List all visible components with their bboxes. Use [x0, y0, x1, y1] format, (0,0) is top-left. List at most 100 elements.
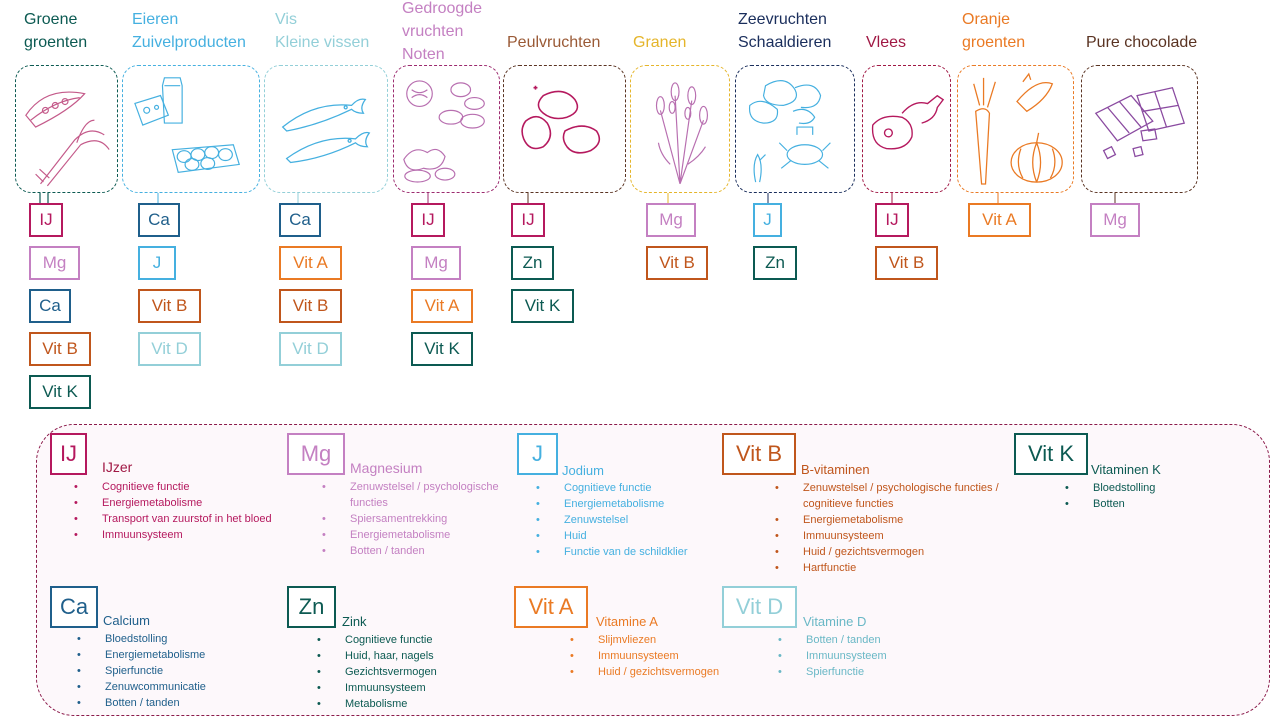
list-item: Huid, haar, nagels: [317, 648, 505, 664]
category-image-pure-chocolade: [1081, 65, 1198, 193]
list-item: Cognitieve functie: [536, 480, 724, 496]
list-item: Energiemetabolisme: [775, 512, 1028, 528]
legend-badge-vit-a: Vit A: [514, 586, 588, 628]
list-item: Immuunsysteem: [778, 648, 966, 664]
list-item: Botten / tanden: [322, 543, 510, 559]
badge-vit-a: Vit A: [411, 289, 473, 323]
category-image-zeevruchten: [735, 65, 855, 193]
legend-name-ca: Calcium: [103, 613, 150, 628]
list-item: Cognitieve functie: [74, 479, 277, 495]
list-item: Immuunsysteem: [570, 648, 758, 664]
list-item: Zenuwstelsel / psychologische functies: [322, 479, 510, 511]
list-item: Metabolisme: [317, 696, 505, 712]
list-item: Transport van zuurstof in het bloed: [74, 511, 277, 527]
list-item: Slijmvliezen: [570, 632, 758, 648]
list-item: Immuunsysteem: [74, 527, 277, 543]
list-item: Gezichtsvermogen: [317, 664, 505, 680]
oysters-crab-illustration: [748, 80, 831, 183]
meat-illustration: [871, 94, 945, 150]
list-item: Zenuwstelsel: [536, 512, 724, 528]
list-item: Energiemetabolisme: [77, 647, 265, 663]
legend-name-vit-a: Vitamine A: [596, 614, 658, 629]
list-item: Botten: [1065, 496, 1213, 512]
category-image-peulvruchten: [503, 65, 626, 193]
category-image-oranje-groenten: [957, 65, 1074, 193]
badge-ca: Ca: [29, 289, 71, 323]
legend-name-vit-b: B-vitaminen: [801, 462, 870, 477]
category-image-vis: [264, 65, 388, 193]
badge-vit-k: Vit K: [511, 289, 574, 323]
legend-list-ca: Bloedstolling Energiemetabolisme Spierfu…: [77, 631, 265, 711]
legend-badge-j: J: [517, 433, 558, 475]
legend-name-mg: Magnesium: [350, 460, 423, 476]
badge-vit-d: Vit D: [138, 332, 201, 366]
badge-ca: Ca: [138, 203, 180, 237]
badge-j: J: [138, 246, 176, 280]
list-item: Bloedstolling: [1065, 480, 1213, 496]
legend-badge-ij: IJ: [50, 433, 87, 475]
legend-badge-vit-b: Vit B: [722, 433, 796, 475]
legend-badge-mg: Mg: [287, 433, 345, 475]
list-item: Huid: [536, 528, 724, 544]
badge-zn: Zn: [511, 246, 554, 280]
small-fish-illustration: [281, 98, 371, 164]
legend-badge-vit-k: Vit K: [1014, 433, 1088, 475]
legend-name-vit-d: Vitamine D: [803, 614, 867, 629]
list-item: Bloedstolling: [77, 631, 265, 647]
badge-ij: IJ: [411, 203, 445, 237]
list-item: Spiersamentrekking: [322, 511, 510, 527]
category-image-eieren: [122, 65, 260, 193]
leek-and-pea-pod-illustration: [25, 91, 110, 187]
legend-name-j: Jodium: [562, 463, 604, 478]
legend-badge-zn: Zn: [287, 586, 336, 628]
eggs-cheese-milk-illustration: [134, 77, 241, 173]
badge-mg: Mg: [646, 203, 696, 237]
badge-j: J: [753, 203, 782, 237]
legend-list-mg: Zenuwstelsel / psychologische functies S…: [322, 479, 510, 559]
beans-illustration: [521, 85, 601, 154]
legend-list-vit-b: Zenuwstelsel / psychologische functies /…: [775, 480, 1028, 576]
list-item: Spierfunctie: [778, 664, 966, 680]
category-image-granen: [630, 65, 730, 193]
category-image-gedroogde-vruchten: [393, 65, 500, 193]
legend-list-vit-d: Botten / tanden Immuunsysteem Spierfunct…: [778, 632, 966, 680]
legend-name-zn: Zink: [342, 614, 367, 629]
badge-mg: Mg: [411, 246, 461, 280]
list-item: Hartfunctie: [775, 560, 1028, 576]
badge-vit-b: Vit B: [138, 289, 201, 323]
list-item: Botten / tanden: [778, 632, 966, 648]
list-item: Functie van de schildklier: [536, 544, 724, 560]
legend-name-ij: IJzer: [102, 459, 133, 475]
list-item: Energiemetabolisme: [536, 496, 724, 512]
badge-vit-b: Vit B: [279, 289, 342, 323]
category-title-vlees: Vlees: [866, 34, 907, 51]
list-item: Immuunsysteem: [775, 528, 1028, 544]
legend-badge-vit-d: Vit D: [722, 586, 797, 628]
badge-vit-a: Vit A: [968, 203, 1031, 237]
list-item: Energiemetabolisme: [74, 495, 277, 511]
badge-ij: IJ: [875, 203, 909, 237]
nuts-illustration: [403, 80, 485, 183]
badge-zn: Zn: [753, 246, 797, 280]
badge-ca: Ca: [279, 203, 321, 237]
badge-vit-b: Vit B: [875, 246, 938, 280]
legend-list-zn: Cognitieve functie Huid, haar, nagels Ge…: [317, 632, 505, 712]
category-image-vlees: [862, 65, 951, 193]
list-item: Energiemetabolisme: [322, 527, 510, 543]
category-image-groene-groenten: [15, 65, 118, 193]
badge-vit-d: Vit D: [279, 332, 342, 366]
badge-mg: Mg: [29, 246, 80, 280]
carrot-pumpkin-illustration: [973, 72, 1063, 185]
legend-name-vit-k: Vitaminen K: [1091, 462, 1161, 477]
badge-vit-k: Vit K: [29, 375, 91, 409]
legend-list-ij: Cognitieve functie Energiemetabolisme Tr…: [74, 479, 277, 543]
badge-ij: IJ: [29, 203, 63, 237]
badge-ij: IJ: [511, 203, 545, 237]
category-title-granen: Granen: [633, 34, 687, 51]
list-item: Spierfunctie: [77, 663, 265, 679]
